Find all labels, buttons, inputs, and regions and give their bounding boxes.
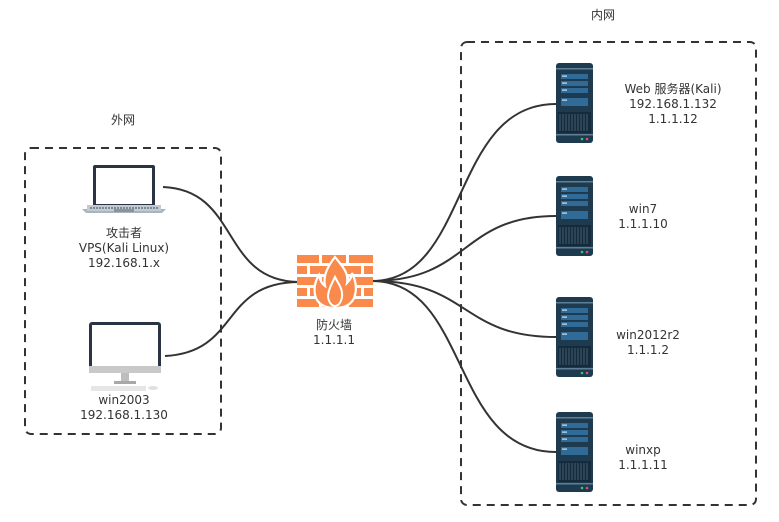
server-icon-win7 (555, 175, 594, 257)
win7-name: win7 (628, 202, 658, 216)
attacker-ip: 192.168.1.x (88, 256, 160, 270)
external-zone-title: 外网 (110, 113, 135, 127)
connection-firewall-winxp (371, 280, 557, 453)
win7-ip: 1.1.1.10 (618, 217, 668, 231)
winxp-label: winxp 1.1.1.11 (608, 443, 678, 473)
web-server-label: Web 服务器(Kali) 192.168.1.132 1.1.1.12 (608, 82, 738, 127)
connection-firewall-win7 (371, 215, 557, 282)
web-server-ip-internal: 192.168.1.132 (629, 97, 717, 111)
firewall-name: 防火墙 (315, 318, 352, 332)
winxp-ip: 1.1.1.11 (618, 458, 668, 472)
win7-label: win7 1.1.1.10 (608, 202, 678, 232)
winxp-name: winxp (625, 443, 661, 457)
server-icon-win2012r2 (555, 296, 594, 378)
win2003-name: win2003 (98, 393, 150, 407)
web-server-ip-external: 1.1.1.12 (648, 112, 698, 126)
server-icon-winxp (555, 411, 594, 493)
win2012r2-ip: 1.1.1.2 (627, 343, 669, 357)
win2012r2-label: win2012r2 1.1.1.2 (608, 328, 688, 358)
connection-firewall-win2012r2 (371, 280, 557, 338)
server-icon-web-server (555, 62, 594, 144)
laptop-icon (82, 165, 166, 213)
internal-zone-title: 内网 (590, 8, 615, 22)
win2003-label: win2003 192.168.1.130 (64, 393, 184, 423)
firewall-label: 防火墙 1.1.1.1 (294, 318, 374, 348)
attacker-name: 攻击者 (105, 226, 142, 240)
attacker-label: 攻击者 VPS(Kali Linux) 192.168.1.x (64, 226, 184, 271)
web-server-name: Web 服务器(Kali) (624, 82, 722, 96)
internal-zone-box (460, 41, 757, 506)
win2003-ip: 192.168.1.130 (80, 408, 168, 422)
connection-firewall-web-server (371, 103, 557, 282)
attacker-os: VPS(Kali Linux) (78, 241, 170, 255)
desktop-monitor-icon (89, 322, 161, 391)
firewall-ip: 1.1.1.1 (313, 333, 355, 347)
external-zone-box (24, 147, 222, 435)
connection-attacker-firewall (162, 186, 299, 283)
firewall-icon (297, 255, 373, 310)
connection-win2003-firewall (164, 281, 299, 357)
win2012r2-name: win2012r2 (616, 328, 680, 342)
